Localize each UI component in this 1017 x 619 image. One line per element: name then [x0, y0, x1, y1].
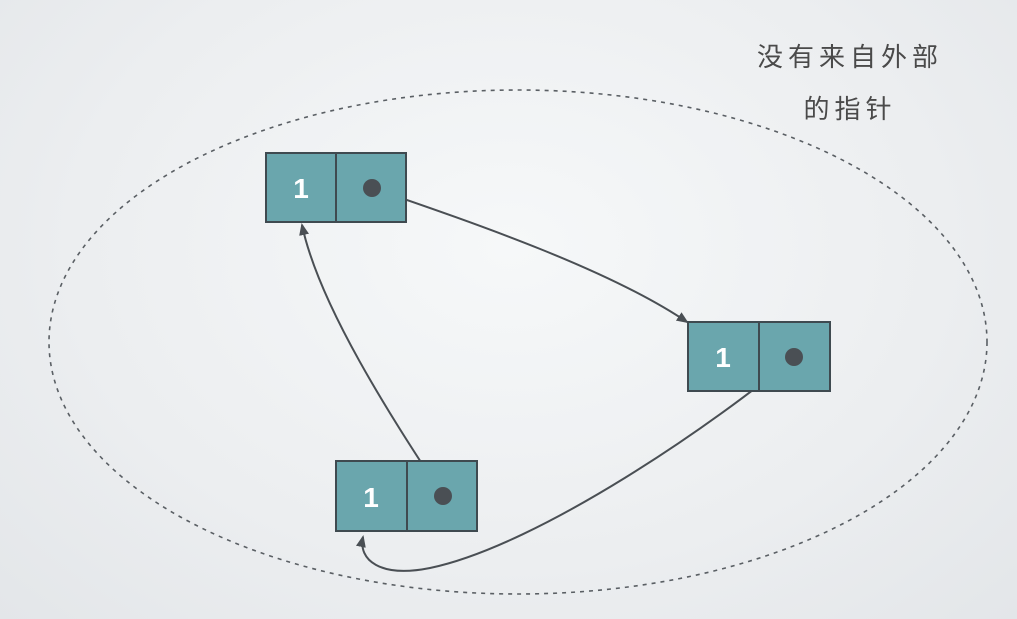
node-a-pointer-dot	[363, 179, 381, 197]
annotation-line-2: 的指针	[803, 95, 897, 125]
annotation-text: 没有来自外部 的指针	[745, 32, 955, 136]
isolation-boundary	[48, 89, 988, 595]
node-c-pointer-dot	[434, 487, 452, 505]
node-c-count-cell	[335, 460, 408, 532]
node-b: 1	[687, 321, 831, 392]
node-a: 1	[265, 152, 407, 223]
node-b-count-cell	[687, 321, 760, 392]
pointer-arrow-b-to-c	[355, 356, 795, 572]
annotation-line-1: 没有来自外部	[756, 43, 943, 73]
node-c-count-label: 1	[363, 482, 379, 513]
node-c: 1	[335, 460, 478, 532]
pointer-arrow-c-to-a	[299, 223, 444, 497]
node-a-count-cell	[265, 152, 337, 223]
pointer-arrow-a-to-b	[371, 187, 689, 324]
node-b-pointer-dot	[785, 348, 803, 366]
node-a-count-label: 1	[293, 173, 309, 204]
node-b-count-label: 1	[715, 342, 731, 373]
